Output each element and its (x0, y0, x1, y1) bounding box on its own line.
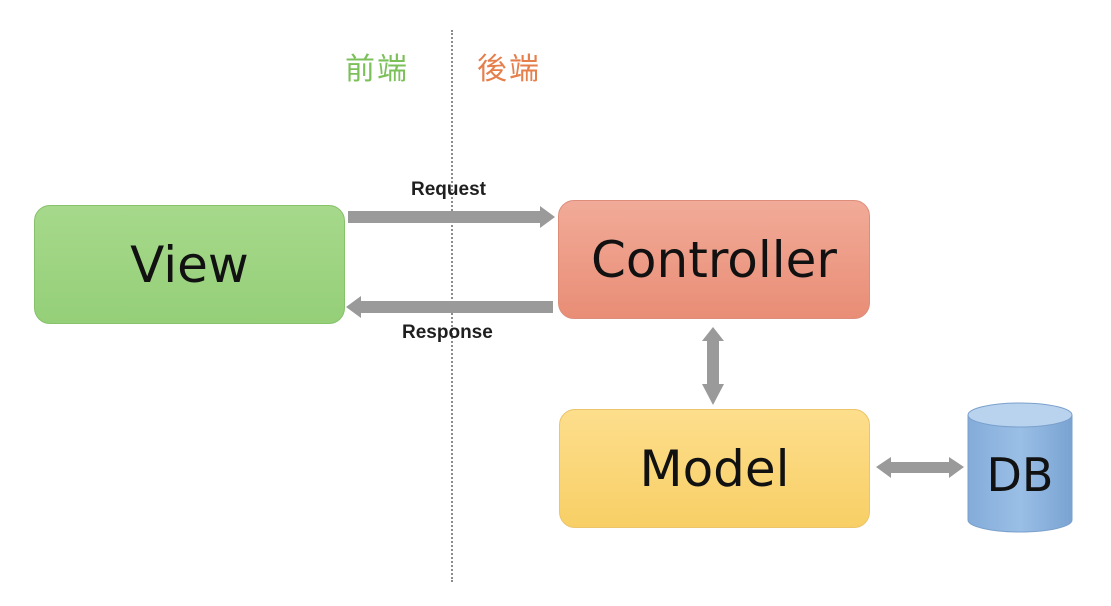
db-node-label: DB (986, 448, 1054, 502)
backend-label: 後端 (477, 52, 541, 87)
controller-node-label: Controller (591, 230, 837, 289)
response-arrow (346, 296, 553, 318)
model-db-arrow (876, 457, 964, 478)
controller-node: Controller (558, 200, 870, 319)
db-cylinder (967, 402, 1073, 533)
controller-model-arrow (702, 327, 724, 405)
response-label: Response (402, 322, 493, 343)
frontend-label: 前端 (345, 52, 409, 87)
view-node-label: View (130, 235, 249, 294)
request-arrow (348, 206, 555, 228)
view-node: View (34, 205, 345, 324)
model-node: Model (559, 409, 870, 528)
model-node-label: Model (639, 439, 790, 498)
request-label: Request (411, 179, 486, 200)
